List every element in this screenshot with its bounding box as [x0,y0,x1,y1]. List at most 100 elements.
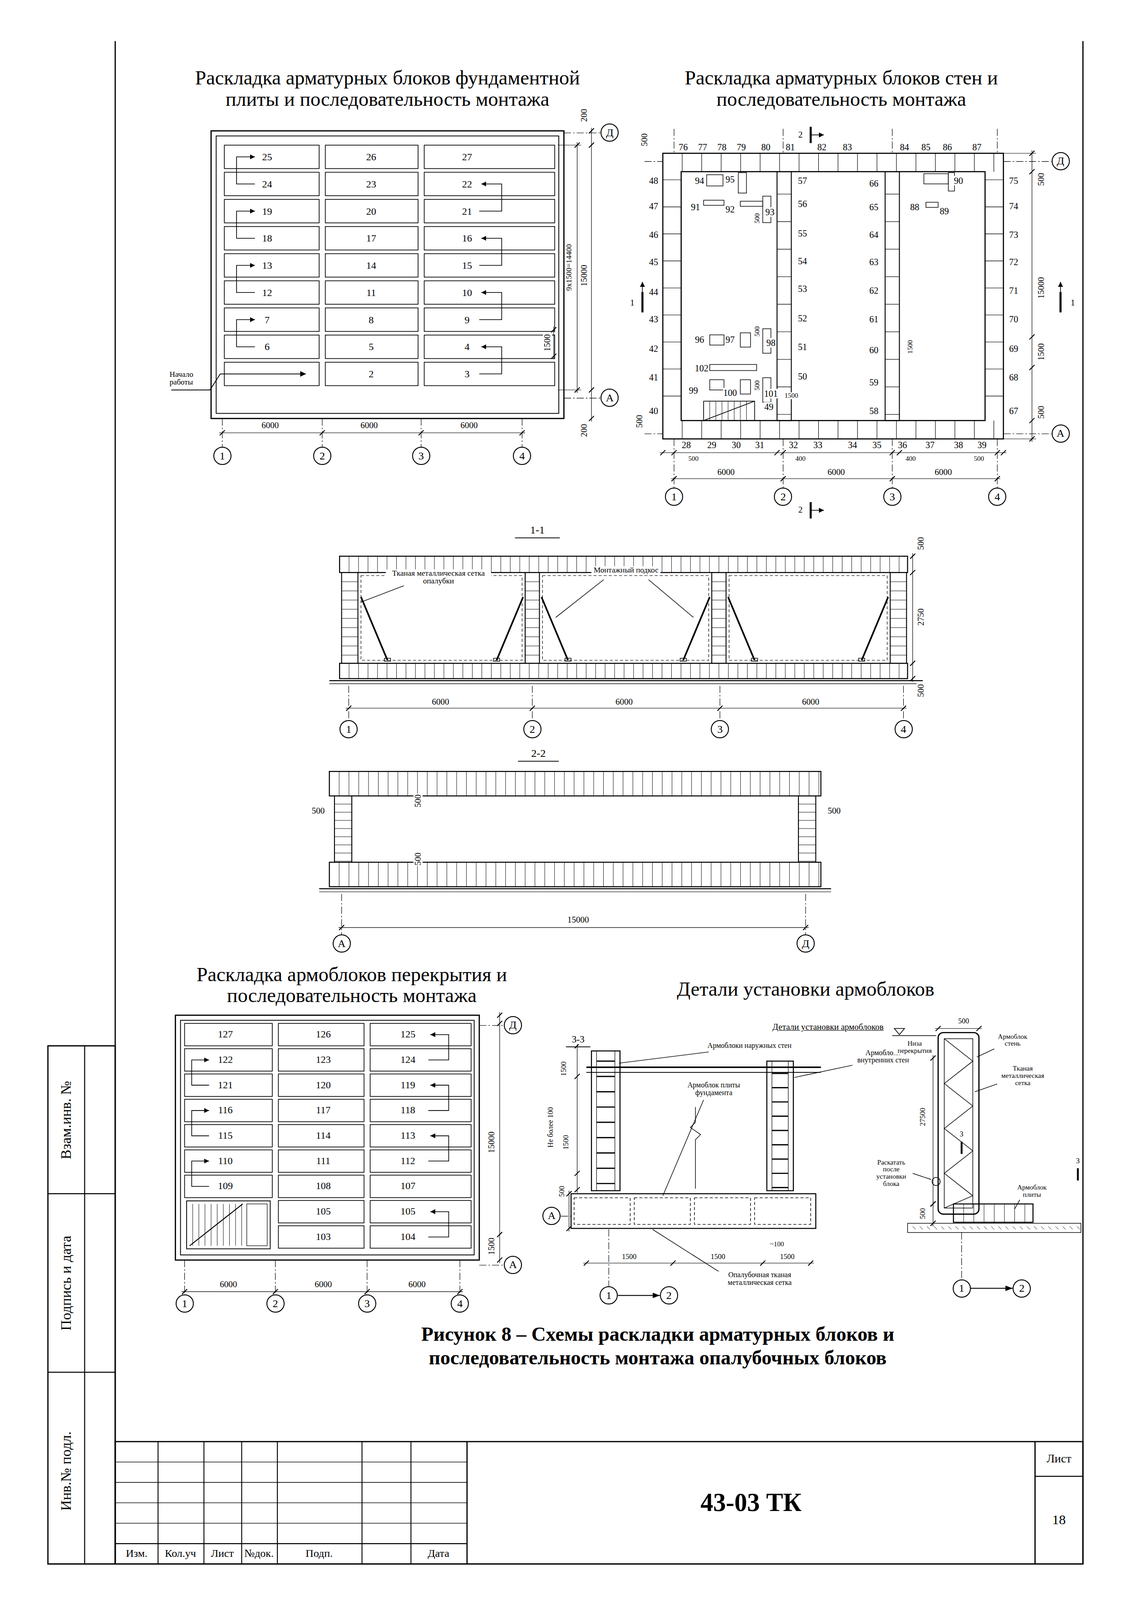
callout-number: 30 [731,439,742,450]
dimension-text: 500 [826,806,842,816]
axis-label: 2 [529,723,536,736]
drawing-line [889,449,895,455]
callout-number: 101 [763,388,778,399]
drawing-line [984,206,1004,207]
drawing-line [709,401,710,421]
drawing-line [479,292,502,320]
drawing-line [798,844,816,845]
drawing-line [345,707,907,709]
drawing-line [974,153,975,172]
drawing-line [189,1203,243,1246]
drawing-line [772,1172,789,1174]
drawing-line [1005,1225,1009,1230]
drawing-line [701,420,702,439]
block-outline [325,226,419,251]
drawing-line [525,608,540,610]
connector-arrow [617,1294,660,1296]
callout-number: 94 [694,175,705,186]
axis-label: 1 [605,1289,612,1302]
block-outline [175,1014,479,1260]
callout-number: 27 [461,151,473,163]
drawing-line [870,663,872,679]
drawing-line [699,556,701,573]
callout-number: 32 [788,439,799,450]
drawing-line [358,556,359,573]
drawing-line [798,811,816,813]
callout-number: 118 [400,1104,416,1116]
drawing-line [681,420,683,439]
callout-number: 34 [847,439,858,450]
drawing-line [574,1186,580,1192]
block-outline [216,135,559,414]
drawing-line [48,1371,116,1373]
callout-number: 28 [681,439,692,450]
drawing-line [603,861,604,887]
callout-number: 5 [368,341,375,353]
drawing-line [434,663,435,679]
drawing-line [519,663,521,679]
note-text: №док. [243,1547,275,1559]
drawing-line [574,1170,580,1176]
drawing-line [890,581,907,582]
drawing-line [181,1290,463,1292]
drawing-line [779,153,780,172]
drawing-line [566,1046,591,1048]
drawing-line [590,127,592,422]
block-outline [709,364,757,371]
drawing-line [547,663,549,679]
drawing-line [596,1075,615,1077]
block-outline [325,253,419,278]
drawing-line [885,331,900,332]
drawing-line [780,476,786,482]
drawing-line [588,128,594,134]
drawing-line [708,556,710,573]
drawing-line [407,771,409,796]
axis-bubble: 4 [988,487,1007,506]
callout-number: 66 [868,178,879,189]
drawing-line [377,663,378,679]
drawing-line [701,771,702,796]
callout-number: 33 [812,439,823,450]
note-text: Лист [210,1547,235,1559]
drawing-line [772,1157,789,1160]
drawing-line [525,636,540,637]
drawing-line [984,368,1004,370]
drawing-line [711,654,726,655]
drawing-line [428,1135,449,1162]
callout-number: 120 [315,1079,332,1090]
drawing-line [272,1288,278,1294]
drawing-line [787,1060,789,1191]
drawing-line [973,1203,975,1222]
drawing-line [348,771,350,796]
drawing-line [236,265,255,293]
drawing-line [1003,152,1037,154]
drawing-line [803,663,805,679]
callout-number: 60 [868,344,879,355]
drawing-line [1059,291,1062,313]
block-outline [565,658,571,662]
drawing-line [585,663,587,679]
dimension-text: 15000 [566,915,590,925]
drawing-line [368,771,369,796]
callout-number: 74 [1008,201,1019,211]
drawing-line [525,645,540,646]
dimension-text: 500 [413,793,423,808]
drawing-line [596,1050,597,1191]
dimension-text: 6000 [359,420,379,430]
drawing-line [583,1262,814,1263]
callout-number: 53 [797,283,808,294]
drawing-line [1034,1441,1036,1564]
drawing-line [338,926,809,928]
drawing-line [794,556,796,573]
drawing-line [219,430,225,436]
axis-bubble: Д [503,1015,522,1034]
drawing-line [703,401,755,421]
drawing-line [976,1225,980,1230]
drawing-line [750,861,751,887]
drawing-line [603,771,604,796]
callout-number: 55 [797,228,808,239]
callout-number: 51 [797,341,808,352]
drawing-line [446,861,448,887]
axis-bubble: Д [1051,152,1070,171]
drawing-line [418,430,424,436]
